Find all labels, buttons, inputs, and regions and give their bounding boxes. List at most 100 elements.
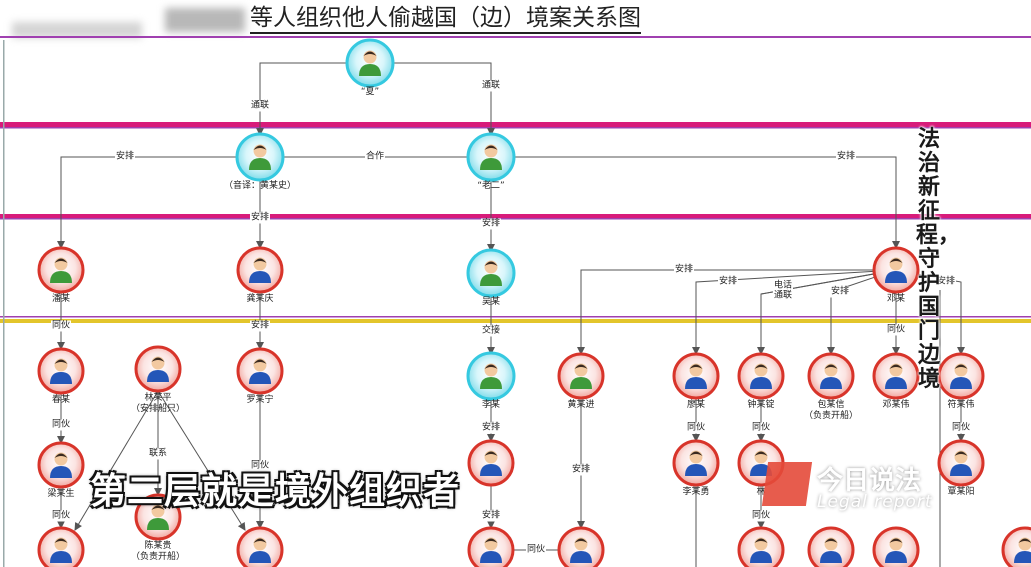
person-node-b4[interactable] xyxy=(557,526,605,567)
person-icon xyxy=(885,363,907,389)
node-label-deng: 邓某 xyxy=(886,294,906,304)
edge-label: 同伙 xyxy=(50,419,72,431)
person-icon xyxy=(249,537,271,563)
layer-divider-line xyxy=(0,316,1031,318)
person-node-laoer[interactable] xyxy=(466,132,516,182)
edge-label: 电话 xyxy=(772,280,794,292)
person-node-chun[interactable] xyxy=(37,347,85,395)
layer-divider-line xyxy=(0,214,1031,219)
person-node-deng[interactable] xyxy=(872,246,920,294)
layer-divider-line xyxy=(0,36,1031,38)
person-icon xyxy=(50,358,72,384)
edge-label: 通联 xyxy=(249,100,271,112)
edge-label: 安排 xyxy=(935,276,957,288)
person-node-wu[interactable] xyxy=(466,248,516,298)
node-label-huangjin: 黄某进 xyxy=(567,400,595,410)
watermark-name: 今日说法 xyxy=(817,466,922,496)
node-label-linping: 林某平 （安排船只） xyxy=(130,393,186,414)
person-node-b6[interactable] xyxy=(807,526,855,567)
person-icon xyxy=(50,257,72,283)
person-icon xyxy=(50,537,72,563)
edge-label: 安排 xyxy=(717,276,739,288)
edge-label: 同伙 xyxy=(750,510,772,522)
person-icon xyxy=(685,363,707,389)
person-node-xia[interactable] xyxy=(345,38,395,88)
person-node-li[interactable] xyxy=(466,351,516,401)
node-label-bao: 包某信 （负责开船） xyxy=(803,400,859,421)
edge-label: 同伙 xyxy=(525,544,547,556)
person-node-huangjin[interactable] xyxy=(557,352,605,400)
person-node-b3[interactable] xyxy=(467,526,515,567)
node-label-yang: 覃某阳 xyxy=(947,487,975,497)
node-label-liyong: 李某勇 xyxy=(682,487,710,497)
diagram-title: 等人组织他人偷越国（边）境案关系图 xyxy=(250,4,641,34)
person-node-liao[interactable] xyxy=(672,352,720,400)
person-icon xyxy=(480,537,502,563)
person-node-b8[interactable] xyxy=(1001,526,1031,567)
layer-divider-line xyxy=(0,319,1031,323)
person-node-bao[interactable] xyxy=(807,352,855,400)
person-node-zhong[interactable] xyxy=(737,352,785,400)
person-node-n_li2[interactable] xyxy=(467,439,515,487)
node-label-laoer: “老二” xyxy=(477,181,505,191)
edge-label: 安排 xyxy=(480,510,502,522)
person-node-chen[interactable] xyxy=(134,493,182,541)
person-icon xyxy=(820,537,842,563)
blurred-logo xyxy=(12,22,142,38)
person-node-yang[interactable] xyxy=(937,439,985,487)
edge-label: 安排 xyxy=(114,151,136,163)
tv-watermark: 今日说法 Legal report xyxy=(761,458,965,518)
person-icon xyxy=(885,537,907,563)
node-label-liao: 廖某 xyxy=(686,400,706,410)
person-icon xyxy=(480,260,502,286)
person-node-liang[interactable] xyxy=(37,441,85,489)
edge-label: 同伙 xyxy=(685,422,707,434)
person-icon xyxy=(570,537,592,563)
relation-edge xyxy=(74,390,159,531)
person-icon xyxy=(950,450,972,476)
relation-edge xyxy=(491,156,900,249)
person-icon xyxy=(685,450,707,476)
person-node-b5[interactable] xyxy=(737,526,785,567)
edge-label: 同伙 xyxy=(249,460,271,472)
relation-edge xyxy=(370,62,495,136)
person-node-huang[interactable] xyxy=(235,132,285,182)
person-node-dengwei[interactable] xyxy=(872,352,920,400)
edge-label: 安排 xyxy=(835,151,857,163)
person-node-b1[interactable] xyxy=(37,526,85,567)
edge-label: 通联 xyxy=(480,80,502,92)
node-label-gong: 龚某庆 xyxy=(246,294,274,304)
edge-label: 联系 xyxy=(147,448,169,460)
node-label-wu: 吴某 xyxy=(481,297,501,307)
person-icon xyxy=(570,363,592,389)
person-icon xyxy=(359,50,381,76)
node-label-liang: 梁某生 xyxy=(47,489,75,499)
relation-edge xyxy=(692,269,897,355)
edge-label: 通联 xyxy=(772,290,794,302)
person-icon xyxy=(50,452,72,478)
person-node-luo[interactable] xyxy=(236,347,284,395)
watermark-english: Legal report xyxy=(817,492,933,512)
person-node-pan[interactable] xyxy=(37,246,85,294)
node-label-fu: 符某伟 xyxy=(947,400,975,410)
person-node-b2[interactable] xyxy=(236,526,284,567)
person-icon xyxy=(480,144,502,170)
node-label-dengwei: 邓某伟 xyxy=(882,400,910,410)
person-node-linping[interactable] xyxy=(134,345,182,393)
node-label-lin2: 林 xyxy=(756,487,766,497)
edge-label: 同伙 xyxy=(50,320,72,332)
person-icon xyxy=(750,363,772,389)
watermark-logo-icon xyxy=(761,462,813,506)
person-node-b7[interactable] xyxy=(872,526,920,567)
person-icon xyxy=(147,356,169,382)
node-label-chen: 陈某贵 （负责开船） xyxy=(130,541,186,562)
person-icon xyxy=(820,363,842,389)
person-node-gong[interactable] xyxy=(236,246,284,294)
node-label-chun: 春某 xyxy=(51,395,71,405)
person-icon xyxy=(950,363,972,389)
person-node-fu[interactable] xyxy=(937,352,985,400)
person-node-liyong[interactable] xyxy=(672,439,720,487)
edge-label: 同伙 xyxy=(885,324,907,336)
